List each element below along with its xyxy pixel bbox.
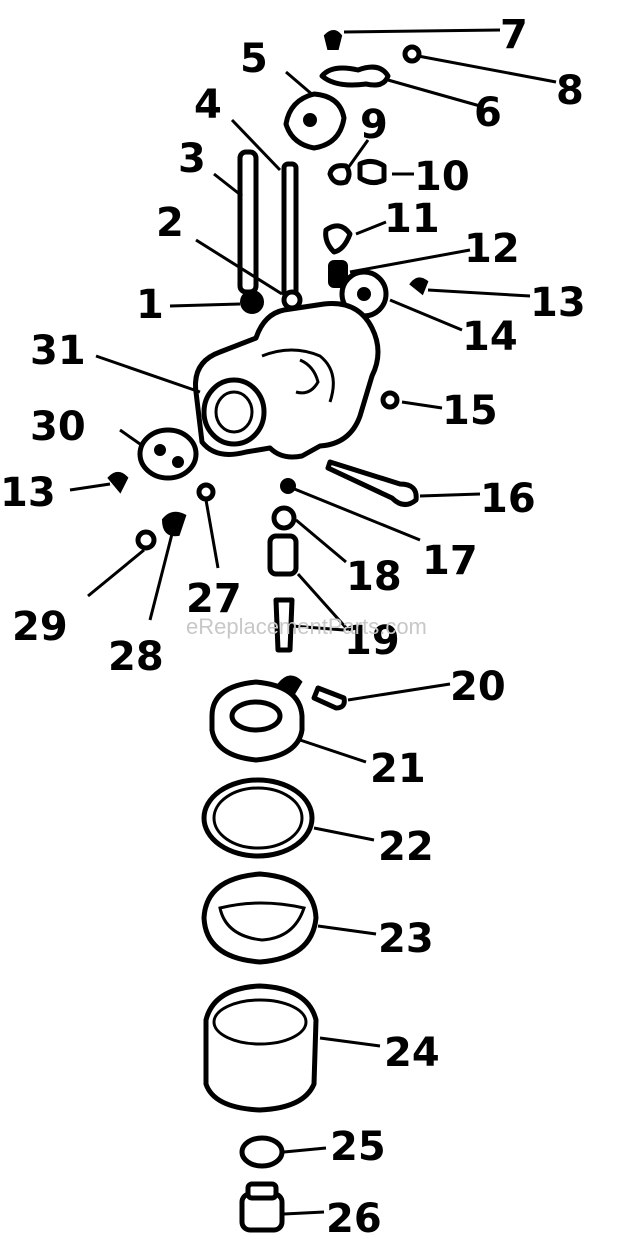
part-19-jet-lower xyxy=(273,597,295,653)
part-22-gasket xyxy=(201,777,315,859)
part-5-hole xyxy=(303,113,317,127)
part-10-plug xyxy=(357,158,387,186)
leader-lines xyxy=(69,28,557,1216)
part-23-gasket-plate xyxy=(201,871,319,965)
part-8-fitting xyxy=(402,44,422,64)
callout-20: 20 xyxy=(450,664,506,710)
callout-21: 21 xyxy=(370,746,426,792)
callout-labels: 7 8 6 5 4 9 10 3 11 2 12 13 14 1 31 15 3… xyxy=(0,12,586,1242)
part-30-hole-a xyxy=(154,444,166,456)
part-30-plate xyxy=(137,427,199,481)
callout-5: 5 xyxy=(240,36,268,82)
callout-1: 1 xyxy=(136,282,164,328)
part-4-shaft xyxy=(281,161,299,299)
part-15-o-ring xyxy=(380,390,400,410)
part-31-detail xyxy=(261,348,335,403)
part-26-bolt-head xyxy=(245,1181,279,1201)
part-21-hinge xyxy=(276,675,303,695)
callout-15: 15 xyxy=(442,388,498,434)
callout-11: 11 xyxy=(384,196,440,242)
part-25-washer xyxy=(239,1135,285,1169)
part-9-screw xyxy=(327,163,352,186)
parts-layer xyxy=(107,30,429,1233)
callout-31: 31 xyxy=(30,328,86,374)
part-12-spring xyxy=(328,260,348,288)
part-29-o-ring xyxy=(135,529,157,551)
part-21-float-hole xyxy=(229,699,283,733)
callout-17: 17 xyxy=(422,538,478,584)
part-14-hole xyxy=(357,287,371,301)
part-24-bowl xyxy=(203,983,319,1113)
callout-7: 7 xyxy=(500,12,528,58)
callout-16: 16 xyxy=(480,476,536,522)
part-20-pin xyxy=(311,685,347,711)
callout-10: 10 xyxy=(414,154,470,200)
callout-29: 29 xyxy=(12,604,68,650)
callout-25: 25 xyxy=(330,1124,386,1170)
part-13-screw-right xyxy=(409,277,429,296)
callout-4: 4 xyxy=(194,82,222,128)
part-31-throat xyxy=(201,377,267,447)
callout-13-right: 13 xyxy=(530,280,586,326)
callout-13-left: 13 xyxy=(0,470,56,516)
part-30-hole-b xyxy=(172,456,184,468)
callout-14: 14 xyxy=(462,314,518,360)
callout-27: 27 xyxy=(186,576,242,622)
part-23-cutout xyxy=(218,901,306,942)
part-6-bracket xyxy=(319,64,391,88)
part-31-detail-2 xyxy=(295,358,320,395)
part-11-needle xyxy=(323,223,353,255)
part-31-bore xyxy=(214,390,254,434)
watermark: eReplacementParts.com xyxy=(186,614,427,639)
part-19-jet xyxy=(267,533,299,577)
part-13-screw-left xyxy=(107,472,129,494)
part-18-ring xyxy=(271,505,297,531)
callout-23: 23 xyxy=(378,916,434,962)
callout-28: 28 xyxy=(108,634,164,680)
callout-30: 30 xyxy=(30,404,86,450)
part-16-lever xyxy=(325,459,419,507)
callout-18: 18 xyxy=(346,554,402,600)
callout-8: 8 xyxy=(556,68,584,114)
part-7-screw xyxy=(323,30,343,50)
callout-3: 3 xyxy=(178,136,206,182)
part-22-gasket-inner xyxy=(212,786,304,850)
callout-24: 24 xyxy=(384,1030,440,1076)
callout-9: 9 xyxy=(360,102,388,148)
callout-26: 26 xyxy=(326,1196,382,1242)
part-24-bowl-rim xyxy=(212,998,308,1046)
callout-6: 6 xyxy=(474,90,502,136)
callout-22: 22 xyxy=(378,824,434,870)
part-1-washer xyxy=(240,290,264,314)
callout-19: 19 xyxy=(344,618,400,664)
part-17-ball xyxy=(280,478,296,494)
callout-2: 2 xyxy=(156,200,184,246)
part-28-plug xyxy=(161,511,187,537)
callout-12: 12 xyxy=(464,226,520,272)
part-27-o-ring xyxy=(196,482,216,502)
